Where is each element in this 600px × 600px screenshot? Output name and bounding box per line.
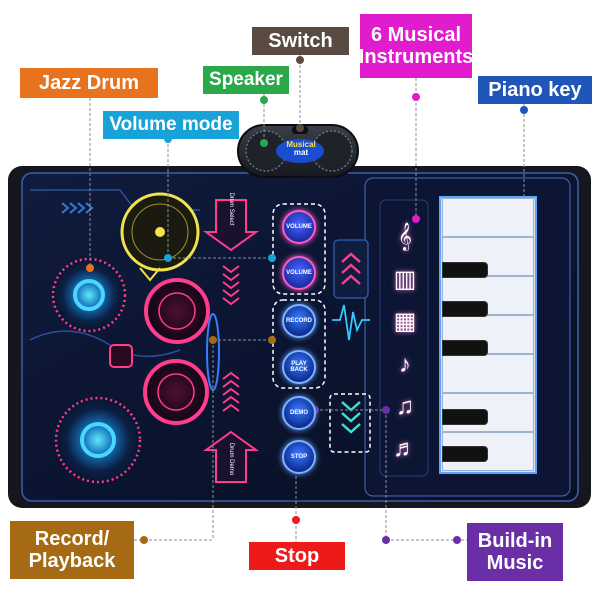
piano-icon[interactable]: ♬ [393,435,417,462]
jazz-drum-callout: Jazz Drum [20,68,158,98]
guitar-icon[interactable]: 𝄞 [397,223,413,250]
jazz-drum-text: Jazz Drum [38,72,140,94]
speaker-callout: Speaker [203,66,289,94]
stop-text: Stop [274,545,320,567]
piano-black-key[interactable] [442,446,488,462]
snare-drum-bottom [143,359,209,425]
piano-black-key[interactable] [442,301,488,317]
record-button[interactable]: RECORD [282,304,316,338]
record-playback-callout: Record/ Playback [10,521,134,579]
trumpet-icon[interactable]: ♪ [399,351,411,378]
record-line1: Record/ [34,528,110,550]
record-label: RECORD [285,318,312,324]
piano-white-key[interactable] [442,354,534,393]
volume-mode-text: Volume mode [109,113,233,135]
switch-callout: Switch [252,27,349,55]
switch-text: Switch [268,30,333,52]
piano-black-key[interactable] [442,409,488,425]
piano-white-key[interactable] [442,237,534,276]
volume-down-label: VOLUME [286,270,312,276]
build-line1: Build-in [477,530,553,552]
speaker-logo-line2: mat [293,148,309,157]
stop-button[interactable]: STOP [282,440,316,474]
jazz-drum-top [51,257,127,333]
snare-drum-top [144,278,210,344]
playback-label: PLAY BACK [290,361,308,373]
accordion-icon[interactable]: ▦ [393,307,417,335]
six-instruments-callout: 6 Musical Instruments [358,14,474,78]
six-instruments-line1: 6 Musical [370,24,462,46]
piano-key-callout: Piano key [478,76,592,104]
speaker-logo: Musical mat [284,141,318,157]
volume-mode-callout: Volume mode [103,111,239,139]
playback-button[interactable]: PLAY BACK [282,350,316,384]
violin-icon[interactable]: ♫ [396,393,414,420]
piano-key-text: Piano key [488,79,582,101]
stop-callout: Stop [249,542,345,570]
volume-down-button[interactable]: VOLUME [282,256,316,290]
stop-mat-label: STOP [290,454,308,460]
demo-label: DEMO [290,410,308,416]
build-in-music-callout: Build-in Music [467,523,563,581]
piano-white-key[interactable] [442,198,534,237]
drum-demo-label: Drum Demo [228,442,234,476]
volume-up-label: VOLUME [286,224,312,230]
drum-demo-arrow [202,430,260,483]
piano-black-key[interactable] [442,340,488,356]
volume-up-button[interactable]: VOLUME [282,210,316,244]
record-line2: Playback [28,550,116,572]
build-line2: Music [486,552,544,574]
xylophone-icon[interactable]: ▥ [393,265,417,293]
demo-button[interactable]: DEMO [282,396,316,430]
drum-select-label: Drum Select [228,192,234,226]
six-instruments-line2: Instruments [358,46,474,68]
drum-select-arrow [202,199,260,252]
speaker-logo-line1: Musical [286,140,316,149]
piano-black-key[interactable] [442,262,488,278]
jazz-drum-bottom [54,396,142,484]
speaker-text: Speaker [209,68,283,90]
